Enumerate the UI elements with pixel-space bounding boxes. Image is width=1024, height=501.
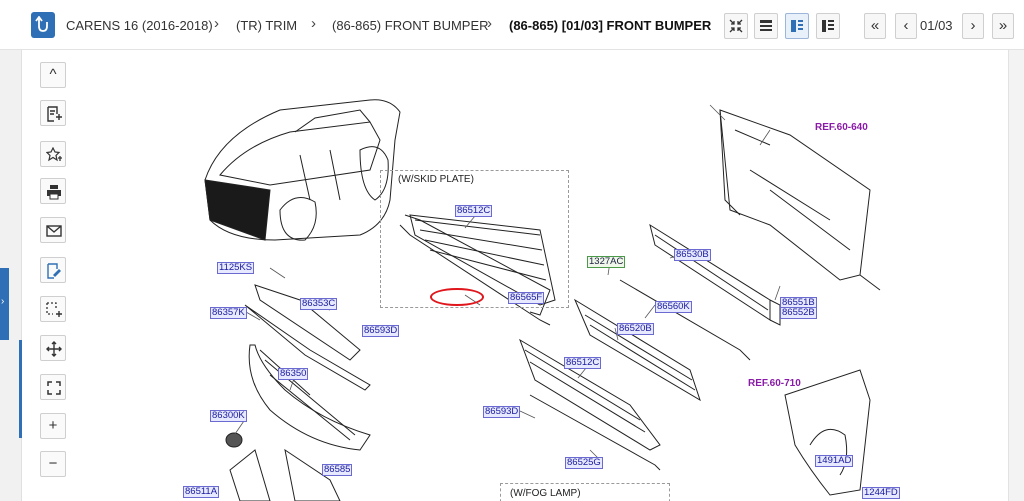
move-button[interactable] xyxy=(40,335,66,361)
breadcrumb-separator: › xyxy=(311,15,316,32)
skid-plate-variant-box xyxy=(380,170,569,308)
lower-grille-assembly xyxy=(519,338,661,471)
part-label-1244fd[interactable]: 1244FD xyxy=(862,487,900,499)
print-button[interactable] xyxy=(40,178,66,204)
part-label-86357k[interactable]: 86357K xyxy=(210,307,247,319)
first-page-button[interactable]: « xyxy=(864,13,886,39)
part-label-1327ac[interactable]: 1327AC xyxy=(587,256,626,268)
fit-frame-icon xyxy=(47,381,61,395)
part-label-86512c[interactable]: 86512C xyxy=(455,205,493,217)
move-arrows-icon xyxy=(46,341,62,357)
list-view-icon xyxy=(760,20,772,31)
part-label-86511a[interactable]: 86511A xyxy=(183,486,220,498)
part-label-86560k[interactable]: 86560K xyxy=(655,301,692,313)
split-view-icon xyxy=(791,20,803,32)
vehicle-illustration xyxy=(204,99,401,241)
selected-part-highlight xyxy=(430,288,484,306)
breadcrumb-separator: › xyxy=(214,15,219,32)
breadcrumb-separator: › xyxy=(487,15,492,32)
collapse-view-button[interactable] xyxy=(724,13,748,39)
part-label-1491ad[interactable]: 1491AD xyxy=(815,455,854,467)
part-label-86593d[interactable]: 86593D xyxy=(362,325,400,337)
edit-note-icon xyxy=(47,263,61,279)
note-add-icon xyxy=(47,106,62,122)
skid-plate-note: (W/SKID PLATE) xyxy=(398,174,474,185)
side-panel-strip: › xyxy=(0,50,22,501)
upper-grille-assembly xyxy=(244,284,371,451)
part-label-86565f[interactable]: 86565F xyxy=(508,292,545,304)
skid-plate-parts xyxy=(399,214,556,326)
fit-button[interactable] xyxy=(40,374,66,400)
fog-lamp-variant-box xyxy=(500,483,670,501)
breadcrumb-group[interactable]: (TR) TRIM xyxy=(236,18,298,33)
add-to-list-button[interactable] xyxy=(40,100,66,126)
bumper-beam xyxy=(619,223,781,361)
part-label-1125ks[interactable]: 1125KS xyxy=(217,262,255,274)
part-label-86353c[interactable]: 86353C xyxy=(300,298,338,310)
ref-label-60-710[interactable]: REF.60-710 xyxy=(748,378,801,389)
radiator-support xyxy=(719,109,881,291)
exploded-view-drawing xyxy=(204,99,881,501)
breadcrumb-current-page: (86-865) [01/03] FRONT BUMPER xyxy=(509,18,712,33)
part-label-86350[interactable]: 86350 xyxy=(278,368,309,380)
lower-bumper-fragments xyxy=(225,432,341,501)
collapse-icon xyxy=(729,19,743,33)
ref-label-60-640[interactable]: REF.60-640 xyxy=(815,122,868,133)
select-area-button[interactable] xyxy=(40,296,66,322)
panel-indicator xyxy=(19,340,22,438)
page-indicator: 01/03 xyxy=(920,18,953,33)
part-label-86585[interactable]: 86585 xyxy=(322,464,353,476)
printer-icon xyxy=(47,185,61,200)
expand-panel-tab[interactable]: › xyxy=(0,268,9,340)
part-label-86525g[interactable]: 86525G xyxy=(565,457,603,469)
detail-view-button[interactable] xyxy=(816,13,840,39)
list-view-button[interactable] xyxy=(754,13,778,39)
zoom-out-button[interactable]: − xyxy=(40,451,66,477)
return-arrow-icon xyxy=(35,16,48,32)
breadcrumb-section[interactable]: (86-865) FRONT BUMPER xyxy=(332,18,489,33)
zoom-in-button[interactable]: + xyxy=(40,413,66,439)
scroll-up-button[interactable]: ^ xyxy=(40,62,66,88)
star-add-icon xyxy=(46,147,62,162)
part-label-86593d-lower[interactable]: 86593D xyxy=(483,406,521,418)
next-page-button[interactable]: › xyxy=(962,13,984,39)
vertical-scrollbar[interactable] xyxy=(1008,50,1024,501)
home-button[interactable] xyxy=(31,12,55,38)
breadcrumb-model[interactable]: CARENS 16 (2016-2018) xyxy=(66,18,213,33)
parts-diagram[interactable]: (W/SKID PLATE) (W/FOG LAMP) REF.60-640 R… xyxy=(70,50,1008,501)
email-button[interactable] xyxy=(40,217,66,243)
last-page-button[interactable]: » xyxy=(992,13,1014,39)
previous-page-button[interactable]: ‹ xyxy=(895,13,917,39)
favorite-button[interactable] xyxy=(40,141,66,167)
edit-button[interactable] xyxy=(40,257,66,283)
part-label-86530b[interactable]: 86530B xyxy=(674,249,711,261)
mail-icon xyxy=(46,225,62,237)
chevron-right-icon: › xyxy=(1,296,5,307)
energy-absorber xyxy=(573,298,701,402)
part-label-86512c-lower[interactable]: 86512C xyxy=(564,357,602,369)
split-view-button[interactable] xyxy=(785,13,809,39)
fog-lamp-note: (W/FOG LAMP) xyxy=(510,488,581,499)
part-label-86552b[interactable]: 86552B xyxy=(780,307,817,319)
part-label-86300k[interactable]: 86300K xyxy=(210,410,247,422)
top-toolbar: CARENS 16 (2016-2018) › (TR) TRIM › (86-… xyxy=(0,0,1024,50)
part-label-86520b[interactable]: 86520B xyxy=(617,323,654,335)
selection-add-icon xyxy=(46,302,62,317)
detail-view-icon xyxy=(822,20,834,32)
